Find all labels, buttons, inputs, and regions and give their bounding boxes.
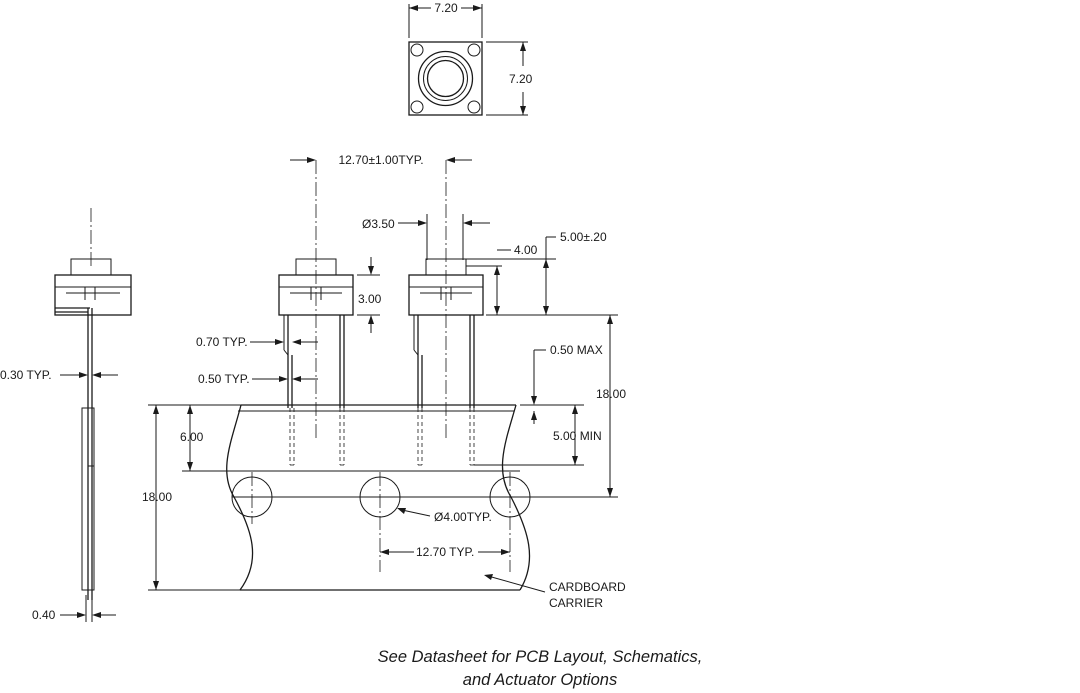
dim-tape-thickness: 0.40 bbox=[32, 608, 56, 622]
dim-body-height: 3.00 bbox=[358, 292, 382, 306]
dim-pitch-height: 18.00 bbox=[596, 387, 626, 401]
dim-overall-height: 5.00±.20 bbox=[560, 230, 607, 244]
front-view bbox=[148, 157, 618, 593]
dim-actuator-height: 4.00 bbox=[514, 243, 538, 257]
datasheet-note-line1: See Datasheet for PCB Layout, Schematics… bbox=[377, 648, 703, 666]
carrier-label-line2: CARRIER bbox=[549, 596, 603, 610]
dim-top-width: 7.20 bbox=[434, 1, 458, 15]
dim-lead-width-b: 0.50 TYP. bbox=[198, 372, 250, 386]
datasheet-note-line2: and Actuator Options bbox=[462, 671, 618, 689]
dim-actuator-diameter: Ø3.50 bbox=[362, 217, 395, 231]
dim-lead-protrusion: 0.50 MAX bbox=[550, 343, 603, 357]
dim-lead-clearance: 5.00 MIN bbox=[553, 429, 602, 443]
side-view bbox=[54, 208, 132, 622]
dim-hole-pitch: 12.70 TYP. bbox=[416, 545, 474, 559]
dim-hole-diameter: Ø4.00TYP. bbox=[434, 510, 492, 524]
carrier-label-line1: CARDBOARD bbox=[549, 580, 626, 594]
dim-hole-offset: 6.00 bbox=[180, 430, 204, 444]
dim-lead-thickness: 0.30 TYP. bbox=[0, 368, 52, 382]
dim-top-height: 7.20 bbox=[509, 72, 533, 86]
top-view bbox=[408, 4, 528, 116]
dim-lead-spacing: 12.70±1.00TYP. bbox=[338, 153, 423, 167]
dim-carrier-width: 18.00 bbox=[142, 490, 172, 504]
dim-lead-width-a: 0.70 TYP. bbox=[196, 335, 248, 349]
